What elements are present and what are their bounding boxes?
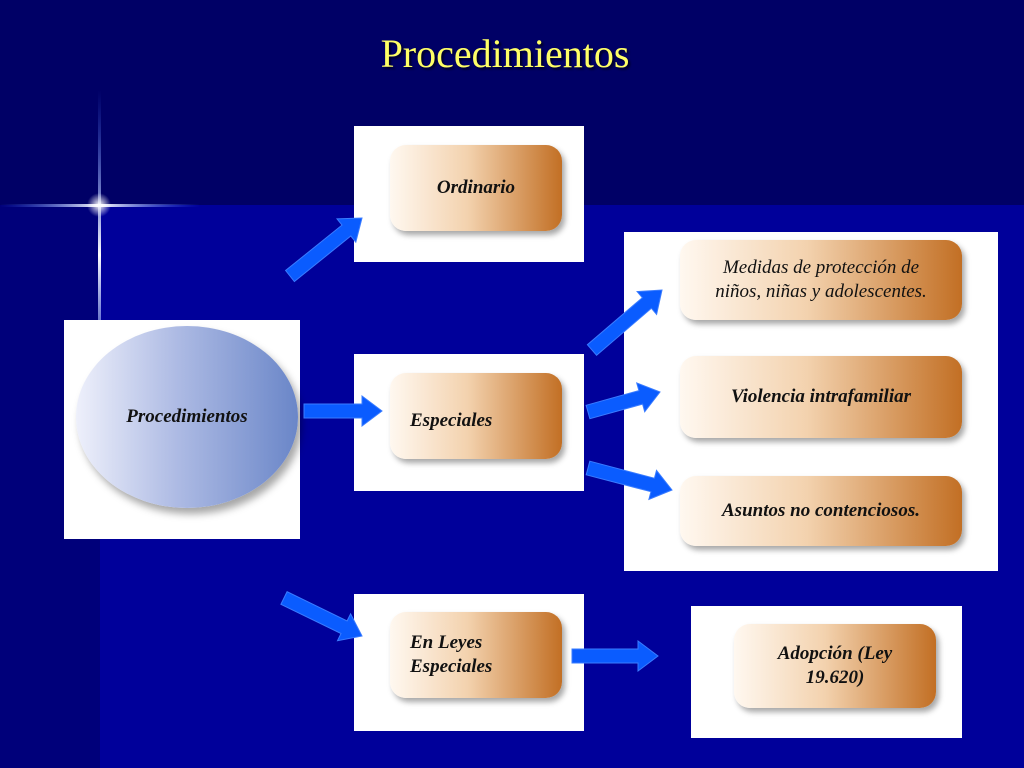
- ordinario-node: Ordinario: [390, 145, 562, 231]
- arrow-to-medidas: [586, 289, 663, 357]
- arrow-to-adopcion: [571, 640, 659, 672]
- root-node: Procedimientos: [76, 326, 298, 508]
- arrow-to-violencia: [585, 382, 661, 420]
- especiales-node: Especiales: [390, 373, 562, 459]
- en-leyes-especiales-node: En Leyes Especiales: [390, 612, 562, 698]
- arrow-to-asuntos: [585, 460, 673, 501]
- arrow-to-ordinario: [284, 217, 363, 283]
- adopcion-node: Adopción (Ley 19.620): [734, 624, 936, 708]
- violencia-node: Violencia intrafamiliar: [680, 356, 962, 438]
- arrow-to-leyes: [280, 591, 363, 642]
- medidas-node: Medidas de protección de niños, niñas y …: [680, 240, 962, 320]
- asuntos-node: Asuntos no contenciosos.: [680, 476, 962, 546]
- page-title: Procedimientos: [380, 31, 630, 76]
- sparkle-decoration: [0, 90, 200, 420]
- arrow-to-especiales: [303, 395, 383, 427]
